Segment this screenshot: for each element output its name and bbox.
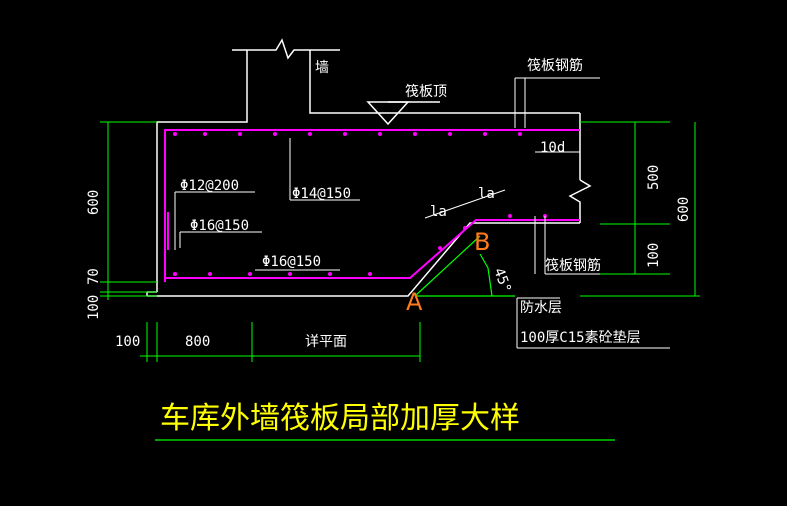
leader-lines	[174, 77, 670, 349]
rebar-dots	[173, 132, 547, 276]
wall-outline	[156, 38, 580, 292]
dim-right-100: 100	[646, 243, 662, 268]
label-la-right: la	[478, 186, 495, 202]
drawing-title: 车库外墙筏板局部加厚大样	[160, 401, 520, 436]
label-raft-rebar-top: 筏板钢筋	[527, 57, 583, 74]
label-rebar-4: Φ16@150	[262, 254, 321, 270]
dim-right-600: 600	[676, 197, 692, 222]
dim-left-70: 70	[86, 268, 102, 285]
rebar-lines	[164, 129, 580, 282]
slope-lines	[414, 235, 515, 297]
label-rebar-2: Φ14@150	[292, 186, 351, 202]
label-rebar-3: Φ16@150	[190, 218, 249, 234]
dim-left-600: 600	[86, 190, 102, 215]
dim-bottom-800: 800	[185, 334, 210, 350]
label-raft-top: 筏板顶	[405, 83, 447, 100]
marker-point-b: B	[474, 228, 490, 256]
slab-outline	[146, 113, 592, 297]
raft-top-symbol	[366, 101, 440, 126]
dimension-lines	[100, 121, 700, 362]
label-waterproof: 防水层	[520, 300, 562, 316]
label-10d: 10d	[540, 140, 565, 156]
label-rebar-1: Φ12@200	[180, 178, 239, 194]
label-cushion: 100厚C15素砼垫层	[520, 330, 641, 346]
label-raft-rebar-right: 筏板钢筋	[545, 257, 601, 274]
label-angle: 45°	[490, 266, 514, 295]
dim-left-100: 100	[86, 295, 102, 320]
label-la-left: la	[430, 204, 447, 220]
marker-point-a: A	[406, 288, 423, 316]
dim-right-500: 500	[646, 165, 662, 190]
dim-bottom-100: 100	[115, 334, 140, 350]
label-wall: 墙	[315, 60, 329, 76]
label-see-plan: 详平面	[305, 334, 347, 350]
